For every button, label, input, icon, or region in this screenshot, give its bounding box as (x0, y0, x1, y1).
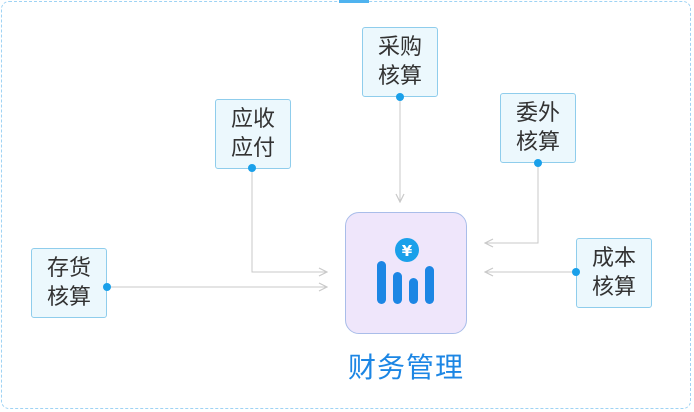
finance-management-hub[interactable]: ¥ (345, 212, 467, 334)
dot-outsource (534, 159, 542, 167)
node-outsource-accounting[interactable]: 委外核算 (500, 93, 576, 163)
dot-cost (572, 268, 580, 276)
node-outsource-line2: 核算 (515, 130, 560, 155)
node-purchase-line2: 核算 (377, 64, 422, 89)
finance-chart-icon: ¥ (377, 238, 434, 304)
node-receivable-line1: 应收 (230, 107, 275, 132)
node-inventory-line1: 存货 (46, 256, 91, 281)
node-purchase-accounting[interactable]: 采购核算 (362, 27, 438, 97)
dot-inventory (103, 283, 111, 291)
node-receivable-line2: 应付 (230, 136, 275, 161)
link-outsource (485, 163, 539, 243)
currency-symbol: ¥ (402, 242, 413, 260)
node-cost-accounting[interactable]: 成本核算 (576, 238, 652, 308)
node-inventory-line2: 核算 (46, 285, 91, 310)
center-title: 财务管理 (347, 351, 464, 384)
node-inventory-accounting[interactable]: 存货核算 (31, 248, 107, 318)
dot-receivable (248, 164, 256, 172)
node-cost-line1: 成本 (591, 246, 636, 271)
link-receivable (251, 168, 327, 272)
node-cost-line2: 核算 (591, 275, 636, 300)
dot-purchase (396, 93, 404, 101)
node-outsource-line1: 委外 (515, 101, 560, 126)
top-tab-marker (339, 0, 369, 3)
node-purchase-line1: 采购 (377, 35, 422, 60)
node-receivable-payable[interactable]: 应收应付 (215, 99, 291, 169)
